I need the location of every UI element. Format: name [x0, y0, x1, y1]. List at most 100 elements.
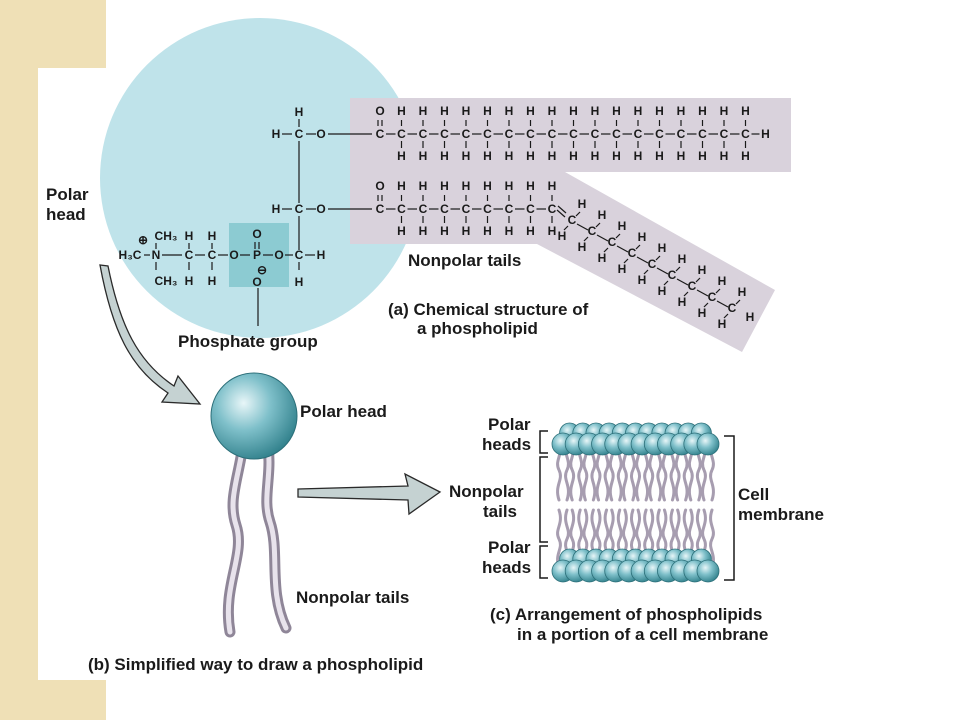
simple-tail-left-highlight: [225, 442, 246, 635]
bond: [575, 211, 581, 217]
tail-h-top: H: [655, 104, 664, 118]
tail-h-bottom: H: [634, 149, 643, 163]
caption-a-line1: (a) Chemical structure of: [388, 300, 589, 319]
carbonyl-o: O: [375, 104, 384, 118]
tail-carbon: C: [648, 257, 657, 271]
tail-carbon: C: [505, 202, 514, 216]
polar-heads-top-label-1: Polar: [488, 415, 531, 434]
cell-membrane-bilayer: [551, 422, 720, 583]
bond: [563, 225, 569, 231]
tail-h-bottom: H: [655, 149, 664, 163]
bond: [616, 245, 629, 253]
tail-h-top: H: [440, 179, 449, 193]
bond: [735, 299, 741, 305]
tail-h-bottom: H: [698, 306, 707, 320]
tail-h-top: H: [483, 179, 492, 193]
tail-h-top: H: [526, 104, 535, 118]
choline-c-1: C: [185, 248, 194, 262]
tail-h-bottom: H: [440, 149, 449, 163]
bond: [623, 258, 629, 264]
tail-h-bottom: H: [618, 262, 627, 276]
tail-h-top: H: [505, 179, 514, 193]
tail-h-bottom: H: [720, 149, 729, 163]
bond: [676, 278, 689, 286]
tail-h-top: H: [462, 179, 471, 193]
tail-h-top: H: [698, 104, 707, 118]
tail-h-bottom: H: [569, 149, 578, 163]
tail-carbon: C: [419, 127, 428, 141]
methyl-bottom: CH₃: [155, 274, 178, 288]
bond: [695, 277, 701, 283]
white-panel-left-cover: [0, 0, 106, 68]
tail-band-2: [350, 172, 775, 352]
tail-h-top: H: [483, 104, 492, 118]
tail-carbon: C: [708, 290, 717, 304]
simple-polar-head-ball: [210, 372, 298, 460]
choline-c-2: C: [208, 248, 217, 262]
tail-carbon: C: [568, 213, 577, 227]
caption-b: (b) Simplified way to draw a phospholipi…: [88, 655, 423, 674]
tail-h-bottom: H: [718, 317, 727, 331]
tail-carbon: C: [628, 246, 637, 260]
tail-carbon: C: [397, 127, 406, 141]
tail-carbon: C: [548, 127, 557, 141]
bond: [595, 222, 601, 228]
tail-h-bottom: H: [548, 149, 557, 163]
tail-h-bottom: H: [419, 149, 428, 163]
bond: [636, 256, 649, 264]
bracket-polar-heads-bottom: [539, 545, 548, 579]
tail-band-1: [350, 98, 791, 172]
tail-h-bottom: H: [462, 149, 471, 163]
glycerol-c-2: C: [295, 202, 304, 216]
tail-h-top: H: [462, 104, 471, 118]
choline-h-2a: H: [208, 229, 217, 243]
caption-c-line2: in a portion of a cell membrane: [517, 625, 768, 644]
tail-carbon: C: [483, 202, 492, 216]
bond: [557, 205, 567, 214]
tail-carbon: C: [462, 127, 471, 141]
tail-h-bottom: H: [578, 240, 587, 254]
tail-carbon: C: [720, 127, 729, 141]
tail-h-top: H: [548, 179, 557, 193]
polar-heads-top-label-2: heads: [482, 435, 531, 454]
tail-h-bottom: H: [678, 295, 687, 309]
tail-h-bottom: H: [526, 224, 535, 238]
tail-h-bottom: H: [638, 273, 647, 287]
tail-h-bottom: H: [397, 224, 406, 238]
glycerol-h-1: H: [272, 127, 281, 141]
glycerol-h-2: H: [272, 202, 281, 216]
bond: [635, 244, 641, 250]
tail-1: COCHHCHHCHHCHHCHHCHHCHHCHHCHHCHHCHHCHHCH…: [375, 104, 750, 163]
tail-h-top: H: [440, 104, 449, 118]
bond: [683, 291, 689, 297]
polar-head-label-b: Polar head: [300, 402, 387, 421]
tail-carbon: C: [677, 127, 686, 141]
tail-structures: COCHHCHHCHHCHHCHHCHHCHHCHHCHHCHHCHHCHHCH…: [375, 104, 770, 331]
tail-h-top: H: [720, 104, 729, 118]
tail-1-end-h: H: [761, 127, 770, 141]
bond: [643, 269, 649, 275]
bond: [675, 266, 681, 272]
bond: [703, 302, 709, 308]
tail-h-bottom: H: [558, 229, 567, 243]
bond: [615, 233, 621, 239]
tail-h-top: H: [658, 241, 667, 255]
cell-membrane-label-1: Cell: [738, 485, 769, 504]
tail-h-top: H: [741, 104, 750, 118]
glycerol-h-top: H: [295, 105, 304, 119]
tail-carbon: C: [397, 202, 406, 216]
tail-h-top: H: [738, 285, 747, 299]
tail-carbon: C: [655, 127, 664, 141]
tail-h-top: H: [718, 274, 727, 288]
minus-charge: ⊖: [257, 263, 267, 277]
carbonyl-o: O: [375, 179, 384, 193]
tail-carbon: C: [440, 127, 449, 141]
nonpolar-tails-label-b: Nonpolar tails: [296, 588, 409, 607]
tail-carbon: C: [728, 301, 737, 315]
tail-carbon: C: [612, 127, 621, 141]
tail-h-top: H: [634, 104, 643, 118]
cell-membrane-label-2: membrane: [738, 505, 824, 524]
